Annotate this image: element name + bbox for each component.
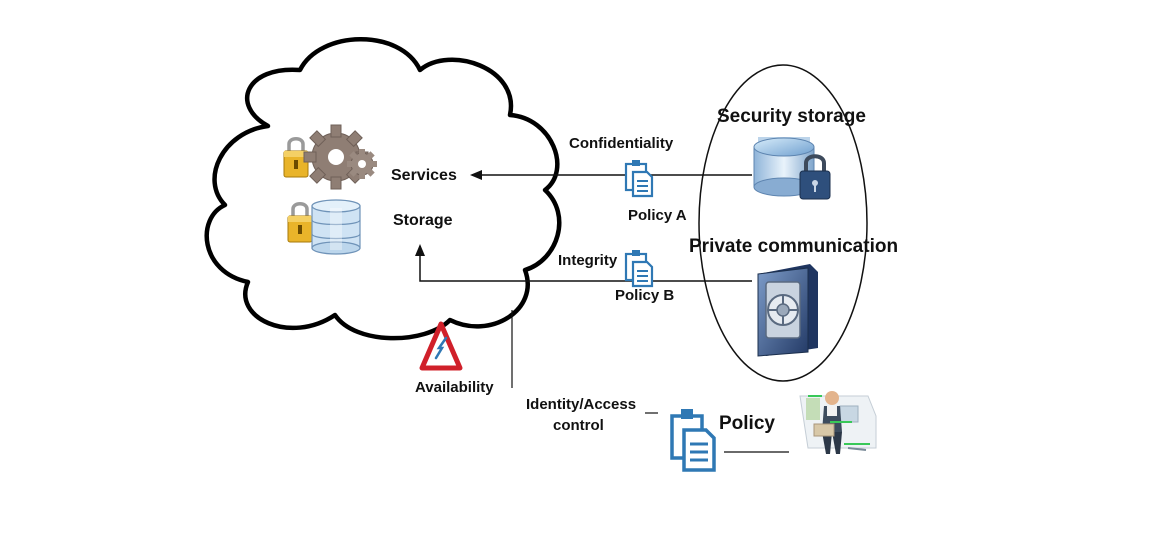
policy-b-label: Policy B (615, 287, 674, 304)
availability-label: Availability (415, 379, 494, 396)
confidentiality-label: Confidentiality (569, 135, 674, 152)
policy-b-document-icon (624, 250, 654, 288)
policy-label: Policy (719, 413, 775, 434)
database-icon (311, 199, 361, 255)
policy-document-icon (670, 409, 716, 472)
security-storage-label: Security storage (717, 106, 866, 127)
policy-a-label: Policy A (628, 207, 687, 224)
warning-triangle-icon (419, 321, 463, 371)
identity-access-label-line2: control (553, 417, 604, 434)
services-label: Services (391, 167, 457, 184)
private-communication-label: Private communication (689, 236, 898, 257)
gears-icon (303, 124, 377, 190)
storage-label: Storage (393, 212, 453, 229)
user-at-desk-icon (799, 391, 877, 454)
vault-icon (757, 264, 818, 357)
integrity-label: Integrity (558, 252, 618, 269)
padlock-icon (283, 137, 309, 178)
cloud-shape (204, 37, 562, 341)
private-zone-ellipse (698, 64, 868, 382)
policy-a-document-icon (624, 160, 654, 198)
identity-access-label-line1: Identity/Access (526, 396, 636, 413)
secure-storage-icon (753, 137, 831, 200)
